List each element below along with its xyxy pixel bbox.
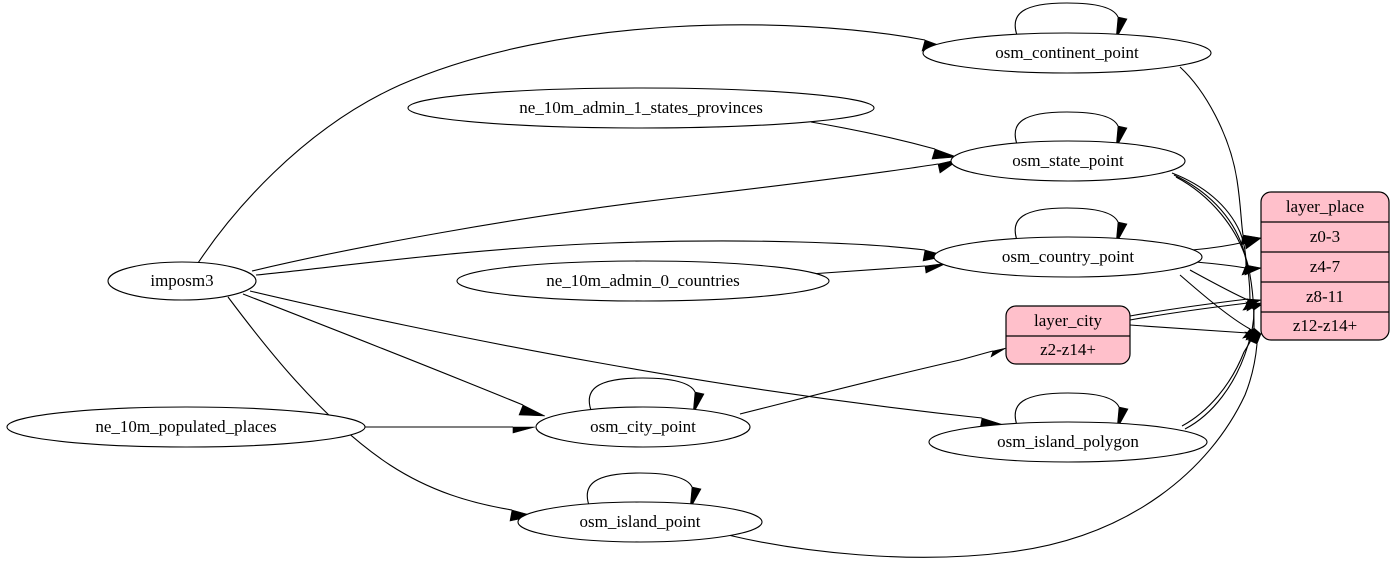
node-osm_city_point[interactable]: osm_city_point	[535, 406, 751, 448]
node-imposm3[interactable]: imposm3	[107, 261, 257, 301]
edge-self-loop-osm_continent_point	[1014, 2, 1128, 40]
record-row-layer_place-z0-3[interactable]: z0-3	[1310, 227, 1340, 246]
node-osm_island_polygon[interactable]: osm_island_polygon	[928, 421, 1208, 463]
node-ne_10m_populated_places[interactable]: ne_10m_populated_places	[6, 406, 366, 448]
node-label-osm_continent_point: osm_continent_point	[995, 43, 1139, 62]
edge-osm_country_point-to-layer_place-z4_7	[1195, 261, 1262, 276]
edge-osm_country_point-to-layer_place-z0_3	[1191, 237, 1262, 251]
edge-layer_city-to-layer_place-z8_11-alt	[1129, 298, 1263, 317]
node-label-osm_state_point: osm_state_point	[1012, 151, 1124, 170]
node-label-ne_10m_admin_1_states_provinces: ne_10m_admin_1_states_provinces	[519, 98, 763, 117]
node-ne_10m_admin_0_countries[interactable]: ne_10m_admin_0_countries	[456, 260, 830, 302]
edge-imposm3-to-osm_continent_point	[197, 24, 948, 264]
record-row-layer_place-z8-11[interactable]: z8-11	[1306, 287, 1344, 306]
edge-layer_city-to-layer_place-z12_14	[1129, 324, 1262, 341]
node-layer: imposm3 ne_10m_admin_1_states_provinces …	[6, 32, 1212, 543]
node-label-ne_10m_admin_0_countries: ne_10m_admin_0_countries	[546, 271, 740, 290]
record-row-layer_place-z4-7[interactable]: z4-7	[1310, 257, 1341, 276]
record-node-layer_place[interactable]: layer_place z0-3 z4-7 z8-11 z12-z14+	[1260, 191, 1390, 341]
edge-self-loop-osm_island_polygon	[1014, 392, 1129, 430]
edge-ne_states_provinces-to-osm_state_point	[810, 121, 958, 160]
node-osm_island_point[interactable]: osm_island_point	[517, 501, 763, 543]
node-label-osm_country_point: osm_country_point	[1002, 247, 1134, 266]
node-osm_state_point[interactable]: osm_state_point	[950, 140, 1186, 182]
node-ne_10m_admin_1_states_provinces[interactable]: ne_10m_admin_1_states_provinces	[407, 87, 875, 129]
node-label-osm_island_point: osm_island_point	[580, 512, 701, 531]
record-row-layer_city-z2-z14plus[interactable]: z2-z14+	[1040, 340, 1096, 359]
record-row-layer_place-header: layer_place	[1286, 197, 1364, 216]
node-label-ne_10m_populated_places: ne_10m_populated_places	[95, 417, 276, 436]
edge-osm_island_polygon-to-layer_place-z12_14	[1181, 331, 1262, 427]
record-row-layer_city-header: layer_city	[1034, 311, 1102, 330]
edge-osm_continent_point-to-layer_place-z0_3	[1179, 66, 1262, 246]
node-osm_country_point[interactable]: osm_country_point	[933, 236, 1203, 278]
edge-ne_populated_places-to-osm_city_point	[365, 426, 536, 434]
edge-imposm3-to-osm_city_point	[242, 293, 546, 417]
record-node-layer: layer_place z0-3 z4-7 z8-11 z12-z14+ lay…	[1005, 191, 1390, 365]
edge-imposm3-to-osm_state_point	[251, 158, 961, 272]
edge-osm_island_point-to-layer_place-z12_14	[727, 333, 1262, 558]
record-node-layer_city[interactable]: layer_city z2-z14+	[1005, 305, 1131, 365]
edge-osm_city_point-to-layer_city-z2_14	[739, 347, 1007, 415]
edge-osm_island_polygon-to-layer_place-z8_11	[1184, 301, 1262, 430]
node-osm_continent_point[interactable]: osm_continent_point	[922, 32, 1212, 74]
node-label-imposm3: imposm3	[150, 271, 213, 290]
node-label-osm_city_point: osm_city_point	[590, 417, 696, 436]
edge-self-loop-osm_city_point	[588, 377, 705, 415]
record-row-layer_place-z12-z14plus[interactable]: z12-z14+	[1293, 316, 1357, 335]
node-label-osm_island_polygon: osm_island_polygon	[997, 432, 1139, 451]
edge-layer	[197, 2, 1263, 558]
edge-ne_admin_0_countries-to-osm_country_point	[809, 262, 948, 275]
